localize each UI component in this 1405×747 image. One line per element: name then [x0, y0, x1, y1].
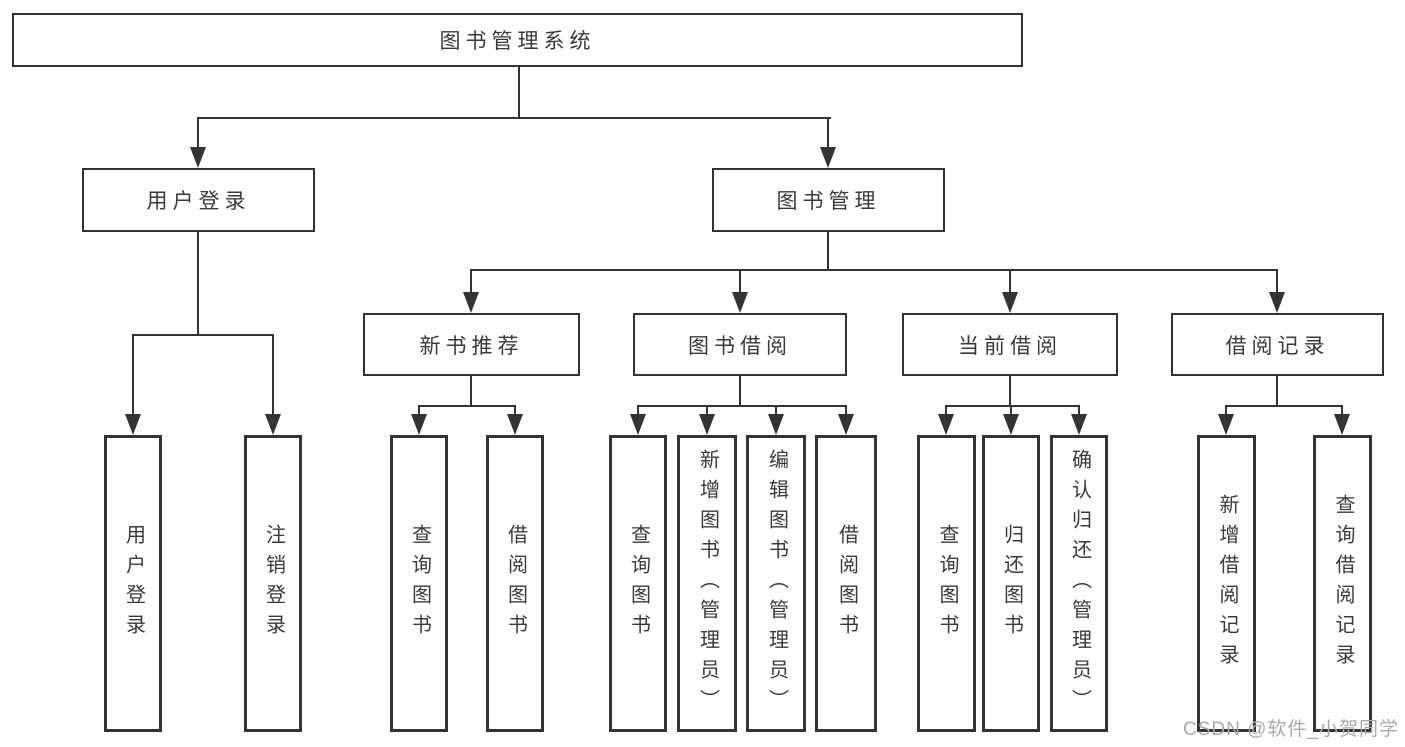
connector-stem-leaf [637, 405, 639, 417]
leaf-borrow-books-borrowing: 借阅图书 [815, 435, 877, 732]
leaf-user-login: 用户登录 [104, 435, 162, 732]
node-book-borrowing: 图书借阅 [633, 313, 847, 376]
arrowhead-leaf [838, 414, 854, 435]
connector-stem-leaf-login [132, 334, 134, 416]
arrowhead-leaf-login [125, 414, 141, 435]
leaf-query-borrow-record: 查询借阅记录 [1313, 435, 1372, 732]
leaf-label: 新增借阅记录 [1216, 493, 1238, 674]
leaf-edit-books-admin: 编辑图书（管理员） [746, 435, 806, 732]
connector-stem-current-borrow [1009, 269, 1011, 294]
connector-stem-leaf [514, 405, 516, 417]
connector-new-book-leaf-branch [418, 405, 516, 407]
arrowhead-book-borrow [732, 292, 748, 313]
arrowhead-leaf [1071, 414, 1087, 435]
node-borrowing-records: 借阅记录 [1171, 313, 1384, 376]
node-user-login: 用户登录 [82, 168, 315, 232]
connector-stem-leaf [945, 405, 947, 417]
leaf-label: 查询借阅记录 [1332, 493, 1354, 674]
connector-book-mgmt-stub [827, 230, 829, 271]
connector-root-stub [518, 67, 520, 118]
arrowhead-borrow-records [1269, 292, 1285, 313]
connector-level2-branch [197, 117, 831, 119]
connector-stem-book-mgmt [827, 117, 829, 149]
connector-book-borrow-leaf-branch [637, 405, 847, 407]
leaf-add-borrow-record: 新增借阅记录 [1197, 435, 1256, 732]
arrowhead-user-login [190, 147, 206, 168]
connector-current-borrow-stub [1009, 374, 1011, 407]
watermark-text: CSDN @软件_小贺同学 [1183, 719, 1399, 740]
connector-stem-leaf [1078, 405, 1080, 417]
connector-stem-leaf-logout [272, 334, 274, 416]
arrowhead-leaf [1003, 414, 1019, 435]
connector-stem-leaf [706, 405, 708, 417]
arrowhead-leaf [699, 414, 715, 435]
leaf-label: 用户登录 [122, 523, 145, 644]
connector-borrow-records-stub [1276, 374, 1278, 407]
node-new-book-recommendation: 新书推荐 [363, 313, 580, 376]
connector-user-branch [132, 334, 274, 336]
connector-new-book-stub [470, 374, 472, 407]
node-label: 借阅记录 [1225, 334, 1330, 358]
arrowhead-leaf [630, 414, 646, 435]
leaf-query-books-current: 查询图书 [917, 435, 976, 732]
leaf-query-books-recommend: 查询图书 [390, 435, 448, 732]
connector-stem-leaf [418, 405, 420, 417]
leaf-borrow-books-recommend: 借阅图书 [486, 435, 544, 732]
arrowhead-leaf [411, 414, 427, 435]
node-label: 当前借阅 [958, 334, 1062, 358]
leaf-logout: 注销登录 [244, 435, 302, 732]
leaf-return-books: 归还图书 [982, 435, 1040, 732]
connector-stem-leaf [845, 405, 847, 417]
arrowhead-new-book [463, 292, 479, 313]
leaf-label: 编辑图书（管理员） [765, 448, 788, 719]
leaf-label: 注销登录 [262, 523, 285, 644]
leaf-label: 确认归还（管理员） [1068, 448, 1091, 719]
arrowhead-leaf [1218, 414, 1234, 435]
leaf-label: 借阅图书 [504, 523, 527, 644]
arrowhead-book-mgmt [820, 147, 836, 168]
arrowhead-leaf [938, 414, 954, 435]
node-label: 图书管理系统 [439, 30, 596, 53]
arrowhead-leaf [507, 414, 523, 435]
connector-stem-book-borrow [739, 269, 741, 294]
arrowhead-leaf-logout [265, 414, 281, 435]
connector-level3-branch [470, 269, 1278, 271]
arrowhead-leaf [768, 414, 784, 435]
node-label: 新书推荐 [419, 334, 524, 358]
connector-stem-borrow-records [1276, 269, 1278, 294]
arrowhead-leaf [1334, 414, 1350, 435]
connector-user-login-stub [197, 230, 199, 336]
connector-stem-leaf [775, 405, 777, 417]
node-current-borrowing: 当前借阅 [902, 313, 1118, 376]
leaf-add-books-admin: 新增图书（管理员） [677, 435, 737, 732]
leaf-label: 查询图书 [936, 523, 958, 644]
connector-stem-user-login [197, 117, 199, 149]
connector-current-borrow-leaf-branch [945, 405, 1080, 407]
leaf-confirm-return-admin: 确认归还（管理员） [1050, 435, 1108, 732]
connector-borrow-records-leaf-branch [1225, 405, 1343, 407]
connector-stem-leaf [1341, 405, 1343, 417]
connector-book-borrow-stub [739, 374, 741, 407]
leaf-label: 归还图书 [1000, 523, 1023, 644]
node-label: 图书借阅 [688, 334, 792, 358]
node-book-management-system: 图书管理系统 [12, 13, 1023, 67]
connector-stem-leaf [1010, 405, 1012, 417]
leaf-query-books-borrowing: 查询图书 [609, 435, 667, 732]
leaf-label: 查询图书 [408, 523, 431, 644]
arrowhead-current-borrow [1002, 292, 1018, 313]
leaf-label: 新增图书（管理员） [696, 448, 719, 719]
leaf-label: 借阅图书 [835, 523, 858, 644]
node-book-management: 图书管理 [712, 168, 945, 232]
node-label: 用户登录 [146, 190, 251, 213]
connector-stem-new-book [470, 269, 472, 294]
leaf-label: 查询图书 [627, 523, 650, 644]
connector-stem-leaf [1225, 405, 1227, 417]
node-label: 图书管理 [776, 190, 881, 213]
